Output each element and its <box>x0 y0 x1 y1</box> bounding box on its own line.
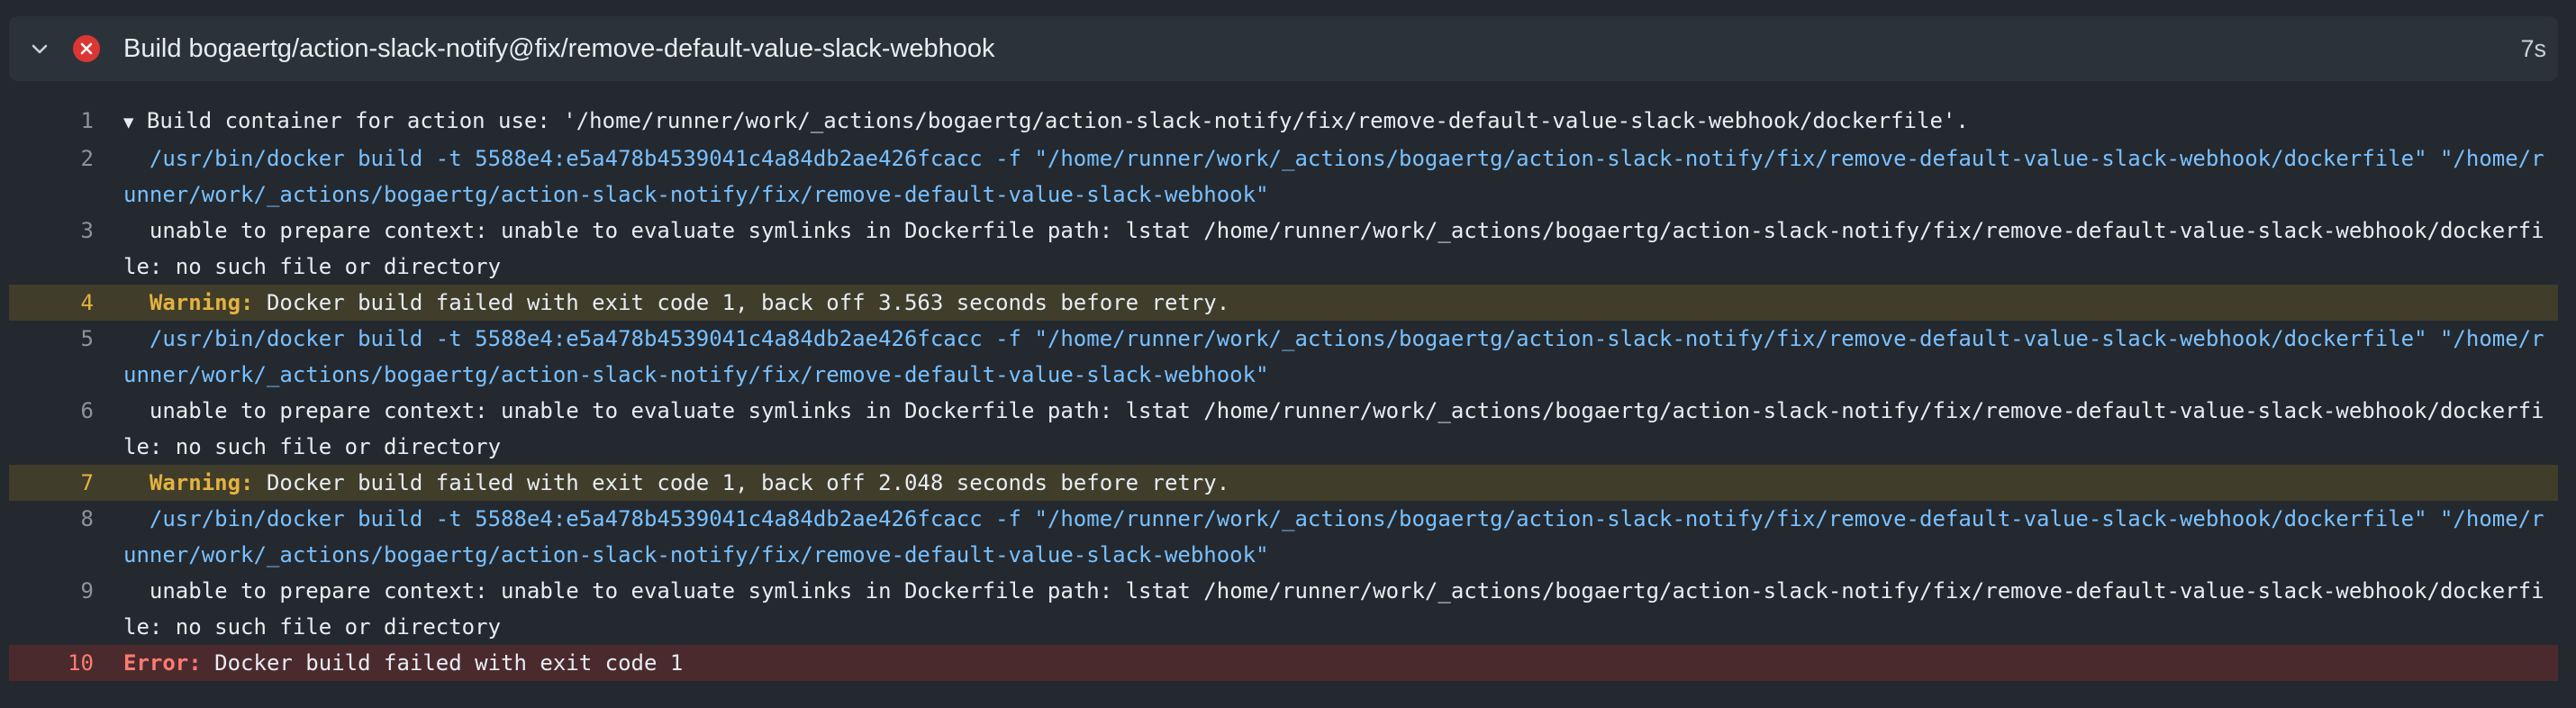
log-output: 1 ▼ Build container for action use: '/hom… <box>9 103 2558 681</box>
log-line: 10 Error: Docker build failed with exit c… <box>9 645 2558 681</box>
command-text: /usr/bin/docker build -t 5588e4:e5a478b4… <box>123 146 2544 207</box>
line-number[interactable]: 9 <box>80 578 94 604</box>
line-number[interactable]: 2 <box>80 146 94 171</box>
job-step: Build bogaertg/action-slack-notify@fix/r… <box>9 16 2558 708</box>
line-number[interactable]: 1 <box>80 108 94 133</box>
line-number[interactable]: 10 <box>68 650 94 676</box>
group-title: Build container for action use: '/home/r… <box>146 108 1969 133</box>
step-title: Build bogaertg/action-slack-notify@fix/r… <box>123 34 995 63</box>
log-line-content: unable to prepare context: unable to eva… <box>123 573 2546 645</box>
log-line: 5 /usr/bin/docker build -t 5588e4:e5a478… <box>9 321 2558 393</box>
log-line: 1 ▼ Build container for action use: '/hom… <box>9 103 2558 141</box>
output-text: unable to prepare context: unable to eva… <box>123 218 2544 279</box>
warning-label: Warning: <box>149 290 254 315</box>
error-text: Docker build failed with exit code 1 <box>214 650 684 676</box>
log-line-content: unable to prepare context: unable to eva… <box>123 213 2546 285</box>
command-text: /usr/bin/docker build -t 5588e4:e5a478b4… <box>123 506 2544 567</box>
error-label: Error: <box>123 650 202 676</box>
log-line-content: /usr/bin/docker build -t 5588e4:e5a478b4… <box>123 501 2546 573</box>
log-line-content: Error: Docker build failed with exit cod… <box>123 645 2546 681</box>
log-line: 9 unable to prepare context: unable to e… <box>9 573 2558 645</box>
log-line-content: unable to prepare context: unable to eva… <box>123 393 2546 465</box>
log-line-content: Warning: Docker build failed with exit c… <box>123 285 2546 321</box>
log-line: 3 unable to prepare context: unable to e… <box>9 213 2558 285</box>
caret-down-icon[interactable]: ▼ <box>123 113 134 132</box>
step-header[interactable]: Build bogaertg/action-slack-notify@fix/r… <box>9 16 2558 81</box>
warning-text: Docker build failed with exit code 1, ba… <box>266 290 1230 315</box>
line-number[interactable]: 6 <box>80 398 94 423</box>
log-line-content: Warning: Docker build failed with exit c… <box>123 465 2546 501</box>
log-line: 2 /usr/bin/docker build -t 5588e4:e5a478… <box>9 141 2558 213</box>
output-text: unable to prepare context: unable to eva… <box>123 578 2544 640</box>
warning-label: Warning: <box>149 470 254 495</box>
command-text: /usr/bin/docker build -t 5588e4:e5a478b4… <box>123 326 2544 387</box>
log-line: 6 unable to prepare context: unable to e… <box>9 393 2558 465</box>
log-line-content: /usr/bin/docker build -t 5588e4:e5a478b4… <box>123 321 2546 393</box>
log-line: 7 Warning: Docker build failed with exit… <box>9 465 2558 501</box>
log-line: 4 Warning: Docker build failed with exit… <box>9 285 2558 321</box>
log-line: 8 /usr/bin/docker build -t 5588e4:e5a478… <box>9 501 2558 573</box>
line-number[interactable]: 7 <box>80 470 94 495</box>
log-line-content: /usr/bin/docker build -t 5588e4:e5a478b4… <box>123 141 2546 213</box>
failed-status-icon <box>72 34 101 63</box>
output-text: unable to prepare context: unable to eva… <box>123 398 2544 459</box>
line-number[interactable]: 5 <box>80 326 94 351</box>
warning-text: Docker build failed with exit code 1, ba… <box>266 470 1230 495</box>
log-line-content: ▼ Build container for action use: '/home… <box>123 103 2546 141</box>
chevron-down-icon[interactable] <box>27 36 52 61</box>
step-duration: 7s <box>2520 35 2546 62</box>
line-number[interactable]: 3 <box>80 218 94 243</box>
line-number[interactable]: 4 <box>80 290 94 315</box>
line-number[interactable]: 8 <box>80 506 94 531</box>
